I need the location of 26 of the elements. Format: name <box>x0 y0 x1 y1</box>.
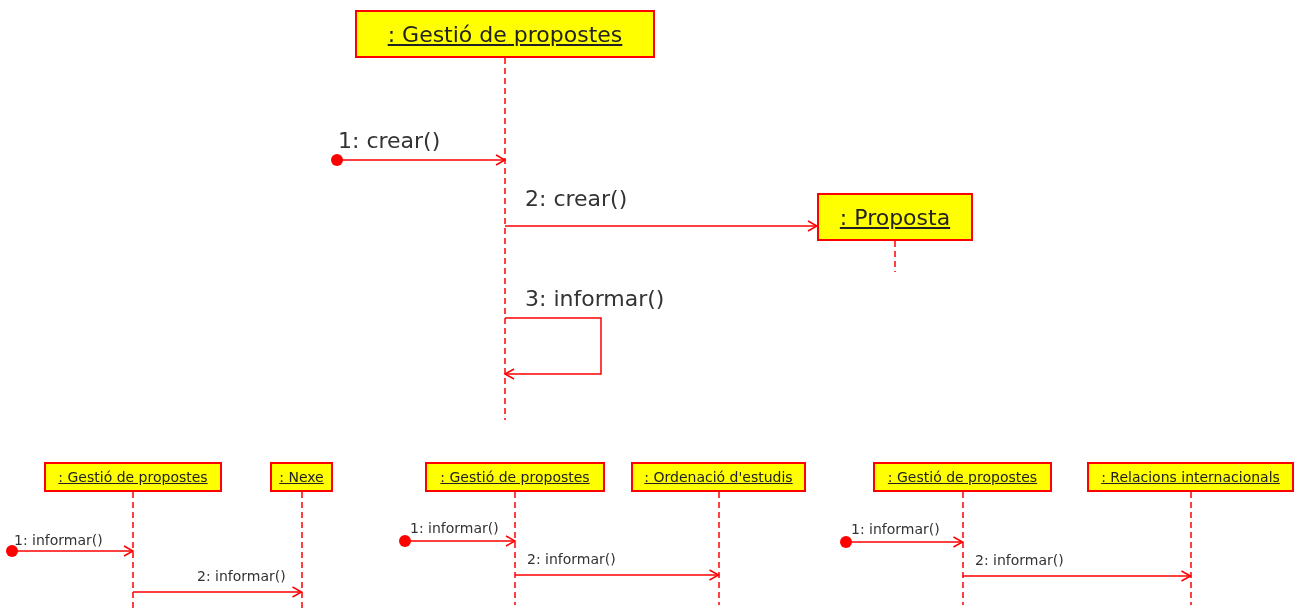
message-arrow <box>331 154 506 166</box>
message-arrow <box>514 569 720 581</box>
message-arrow <box>504 317 602 380</box>
message-arrow <box>840 536 964 548</box>
message-arrow <box>961 570 1192 582</box>
participant-name: : Gestió de propostes <box>387 21 623 47</box>
message-arrow <box>399 535 516 547</box>
message-label: 1: crear() <box>338 130 441 152</box>
message-label: 2: informar() <box>197 569 286 583</box>
message-label: 1: informar() <box>14 533 103 547</box>
message-label: 1: informar() <box>410 521 499 535</box>
participant-name: : Nexe <box>279 469 324 485</box>
message-label: 2: informar() <box>527 552 616 566</box>
message-label: 3: informar() <box>525 288 665 310</box>
participant-name: : Ordenació d'estudis <box>644 469 793 485</box>
message-arrow <box>504 220 818 232</box>
message-arrow <box>6 545 134 557</box>
message-label: 1: informar() <box>851 522 940 536</box>
participant-name: : Gestió de propostes <box>440 469 590 485</box>
participant-name: : Relacions internacionals <box>1101 469 1280 485</box>
participant-name: : Proposta <box>839 204 951 230</box>
message-label: 2: crear() <box>525 188 628 210</box>
participant-name: : Gestió de propostes <box>887 469 1038 485</box>
message-label: 2: informar() <box>975 553 1064 567</box>
message-arrow <box>132 586 303 598</box>
participant-name: : Gestió de propostes <box>58 469 208 485</box>
